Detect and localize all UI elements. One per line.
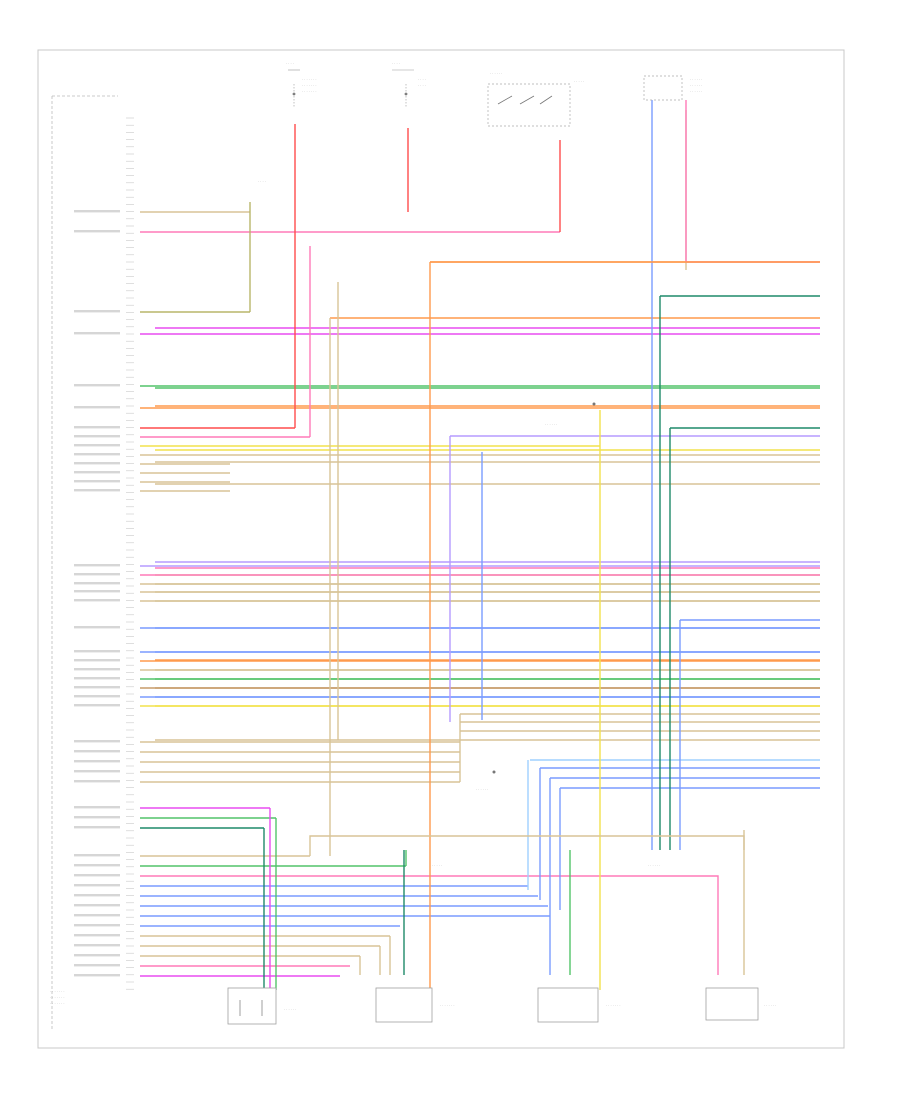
ground-dot-icon [492, 770, 496, 774]
fuse-text-2: . . . . . . . [302, 82, 316, 87]
pin-label-mark [74, 650, 120, 653]
pin-label-mark [74, 659, 120, 662]
pin-label-mark [74, 874, 120, 877]
pin-label-mark [74, 740, 120, 743]
wire-110 [309, 835, 745, 856]
pin-label-mark [74, 462, 120, 465]
pin-label-mark [74, 332, 120, 335]
relay-label-3: . . . . . . [690, 88, 702, 93]
pin-label-mark [74, 826, 120, 829]
pin-label-mark [74, 934, 120, 937]
relay-label: . . . . . . [690, 76, 702, 81]
pin-label-mark [74, 816, 120, 819]
sensor-3-label: . . . . . . . [606, 1002, 620, 1007]
sensor-4-box [705, 987, 759, 1021]
pin-label-mark [74, 954, 120, 957]
sensor-4-label: . . . . . . [764, 1002, 776, 1007]
pin-label-mark [74, 590, 120, 593]
pcm-pin-ticks [126, 117, 134, 990]
pin-label-mark [74, 884, 120, 887]
pin-label-mark [74, 704, 120, 707]
ignition-switch-label: . . . . . . [490, 70, 502, 75]
pcm-pin-labels [74, 210, 120, 977]
pin-label-mark [74, 806, 120, 809]
pin-label-mark [74, 435, 120, 438]
diagram-frame [37, 49, 845, 1049]
pin-label-mark [74, 854, 120, 857]
pin-label-mark [74, 444, 120, 447]
splice-dot-icon [592, 402, 596, 406]
wire-harness [140, 100, 820, 990]
pin-label-mark [74, 480, 120, 483]
pin-label-mark [74, 599, 120, 602]
fuse-text-4: . . . . [418, 76, 426, 81]
pin-label-mark [74, 686, 120, 689]
sensor-1-box [227, 987, 277, 1025]
fuse-block-label-1: . . . . [286, 60, 294, 65]
pin-label-mark [74, 760, 120, 763]
pcm-caption-3: . . . . . . . [50, 1000, 64, 1005]
ground-label: . . . . . . [476, 786, 488, 791]
sensor-2-label: . . . . . . . [440, 1002, 454, 1007]
pin-label-mark [74, 626, 120, 629]
pin-label-mark [74, 770, 120, 773]
pin-label-mark [74, 310, 120, 313]
fuse-text-3: . . . . . . . [302, 88, 316, 93]
splice-label-2: . . . . . . [545, 421, 557, 426]
wire-116 [685, 100, 820, 263]
pin-label-mark [74, 668, 120, 671]
sensor-4: . . . . . . [705, 987, 776, 1021]
pin-label-mark [74, 864, 120, 867]
pin-label-mark [74, 471, 120, 474]
sensor-2-box [375, 987, 433, 1023]
pin-label-mark [74, 964, 120, 967]
fuse-block-top-left: . . . . . . . . . . . . . . . . . . . . … [286, 60, 316, 108]
connector-label: . . . . . [432, 862, 442, 867]
fuse-text-1: . . . . . . . [302, 76, 316, 81]
pin-label-mark [74, 695, 120, 698]
ignition-switch: . . . . . . . . . . . [487, 70, 584, 127]
pin-label-mark [74, 453, 120, 456]
pin-label-mark [74, 406, 120, 409]
pin-label-mark [74, 582, 120, 585]
pin-label-mark [74, 573, 120, 576]
pin-label-mark [74, 944, 120, 947]
ignition-switch-note: . . . . . [574, 78, 584, 83]
pin-label-mark [74, 914, 120, 917]
fuse-block-top-mid: . . . . . . . . . . . . [392, 60, 426, 108]
wire-111 [700, 875, 719, 880]
pin-label-mark [74, 750, 120, 753]
connector-label-2: . . . . . . [648, 862, 660, 867]
splice-label-1: . . . . [258, 178, 266, 183]
pin-label-mark [74, 489, 120, 492]
sensor-2: . . . . . . . [375, 987, 454, 1023]
pin-label-mark [74, 426, 120, 429]
relay-label-2: . . . . . . [690, 82, 702, 87]
sensor-3: . . . . . . . [537, 987, 620, 1023]
pin-label-mark [74, 904, 120, 907]
sensor-3-box [537, 987, 599, 1023]
pin-label-mark [74, 677, 120, 680]
pin-label-mark [74, 924, 120, 927]
pin-label-mark [74, 894, 120, 897]
pin-label-mark [74, 210, 120, 213]
sensor-1: . . . . . . [227, 987, 296, 1025]
pcm-caption-1: . . . . . . . [50, 988, 64, 993]
pin-label-mark [74, 230, 120, 233]
fuse-block-label-2: . . . . [392, 60, 400, 65]
pin-label-mark [74, 384, 120, 387]
sensor-1-label: . . . . . . [284, 1006, 296, 1011]
relay-top-right: . . . . . . . . . . . . . . . . . . [643, 75, 702, 101]
pin-label-mark [74, 780, 120, 783]
fuse-text-5: . . . . [418, 82, 426, 87]
pcm-caption-2: . . . . . . . [50, 994, 64, 999]
pin-label-mark [74, 564, 120, 567]
pin-label-mark [74, 974, 120, 977]
pcm-connector-outline [51, 95, 118, 1030]
switch-contacts-icon [497, 95, 553, 105]
